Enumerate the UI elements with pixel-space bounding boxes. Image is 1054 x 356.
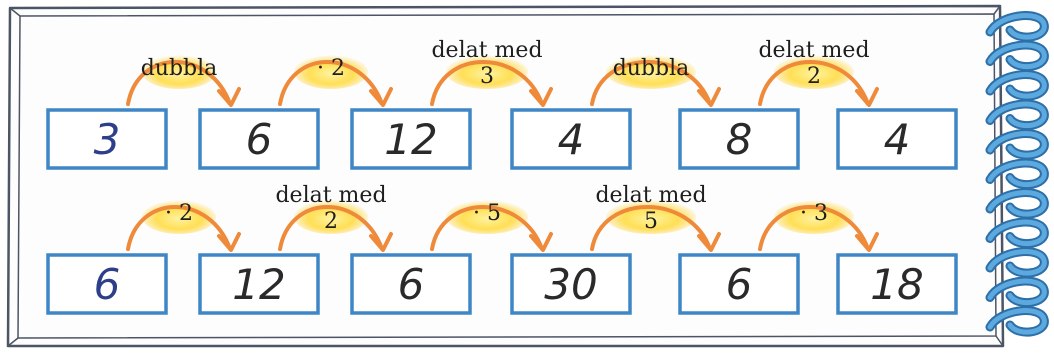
operation-arrow-2-3: [430, 200, 553, 252]
operation-arrow-2-5: [758, 200, 879, 252]
coil-ring: [985, 99, 1049, 131]
operation-arrow-1-4: [590, 55, 721, 107]
coil-ring: [985, 188, 1049, 219]
answer-box: [46, 253, 168, 315]
answer-box: [46, 108, 168, 170]
answer-box: [678, 108, 800, 170]
answer-box: [510, 108, 632, 170]
answer-box: [198, 108, 320, 170]
coil-ring: [985, 158, 1049, 190]
answer-box: [678, 253, 800, 315]
operation-arrow-2-1: [126, 200, 241, 252]
answer-box: [198, 253, 320, 315]
operation-arrow-1-5: [758, 55, 879, 107]
answer-box: [510, 253, 632, 315]
coil-ring: [985, 40, 1049, 72]
operation-arrow-2-2: [278, 200, 393, 252]
operation-arrow-2-4: [590, 200, 721, 252]
answer-box: [836, 108, 958, 170]
coil-ring: [985, 276, 1049, 308]
operation-arrow-1-1: [126, 55, 241, 107]
coil-ring: [985, 70, 1049, 101]
answer-box: [350, 253, 472, 315]
answer-box: [350, 108, 472, 170]
coil-ring: [985, 11, 1049, 42]
spiral-binding: [985, 11, 1049, 337]
operation-arrow-1-2: [278, 55, 393, 107]
coil-ring: [985, 217, 1049, 249]
coil-ring: [985, 306, 1049, 337]
answer-box: [836, 253, 958, 315]
operation-arrow-1-3: [430, 55, 553, 107]
coil-ring: [985, 129, 1049, 160]
coil-ring: [985, 247, 1049, 278]
